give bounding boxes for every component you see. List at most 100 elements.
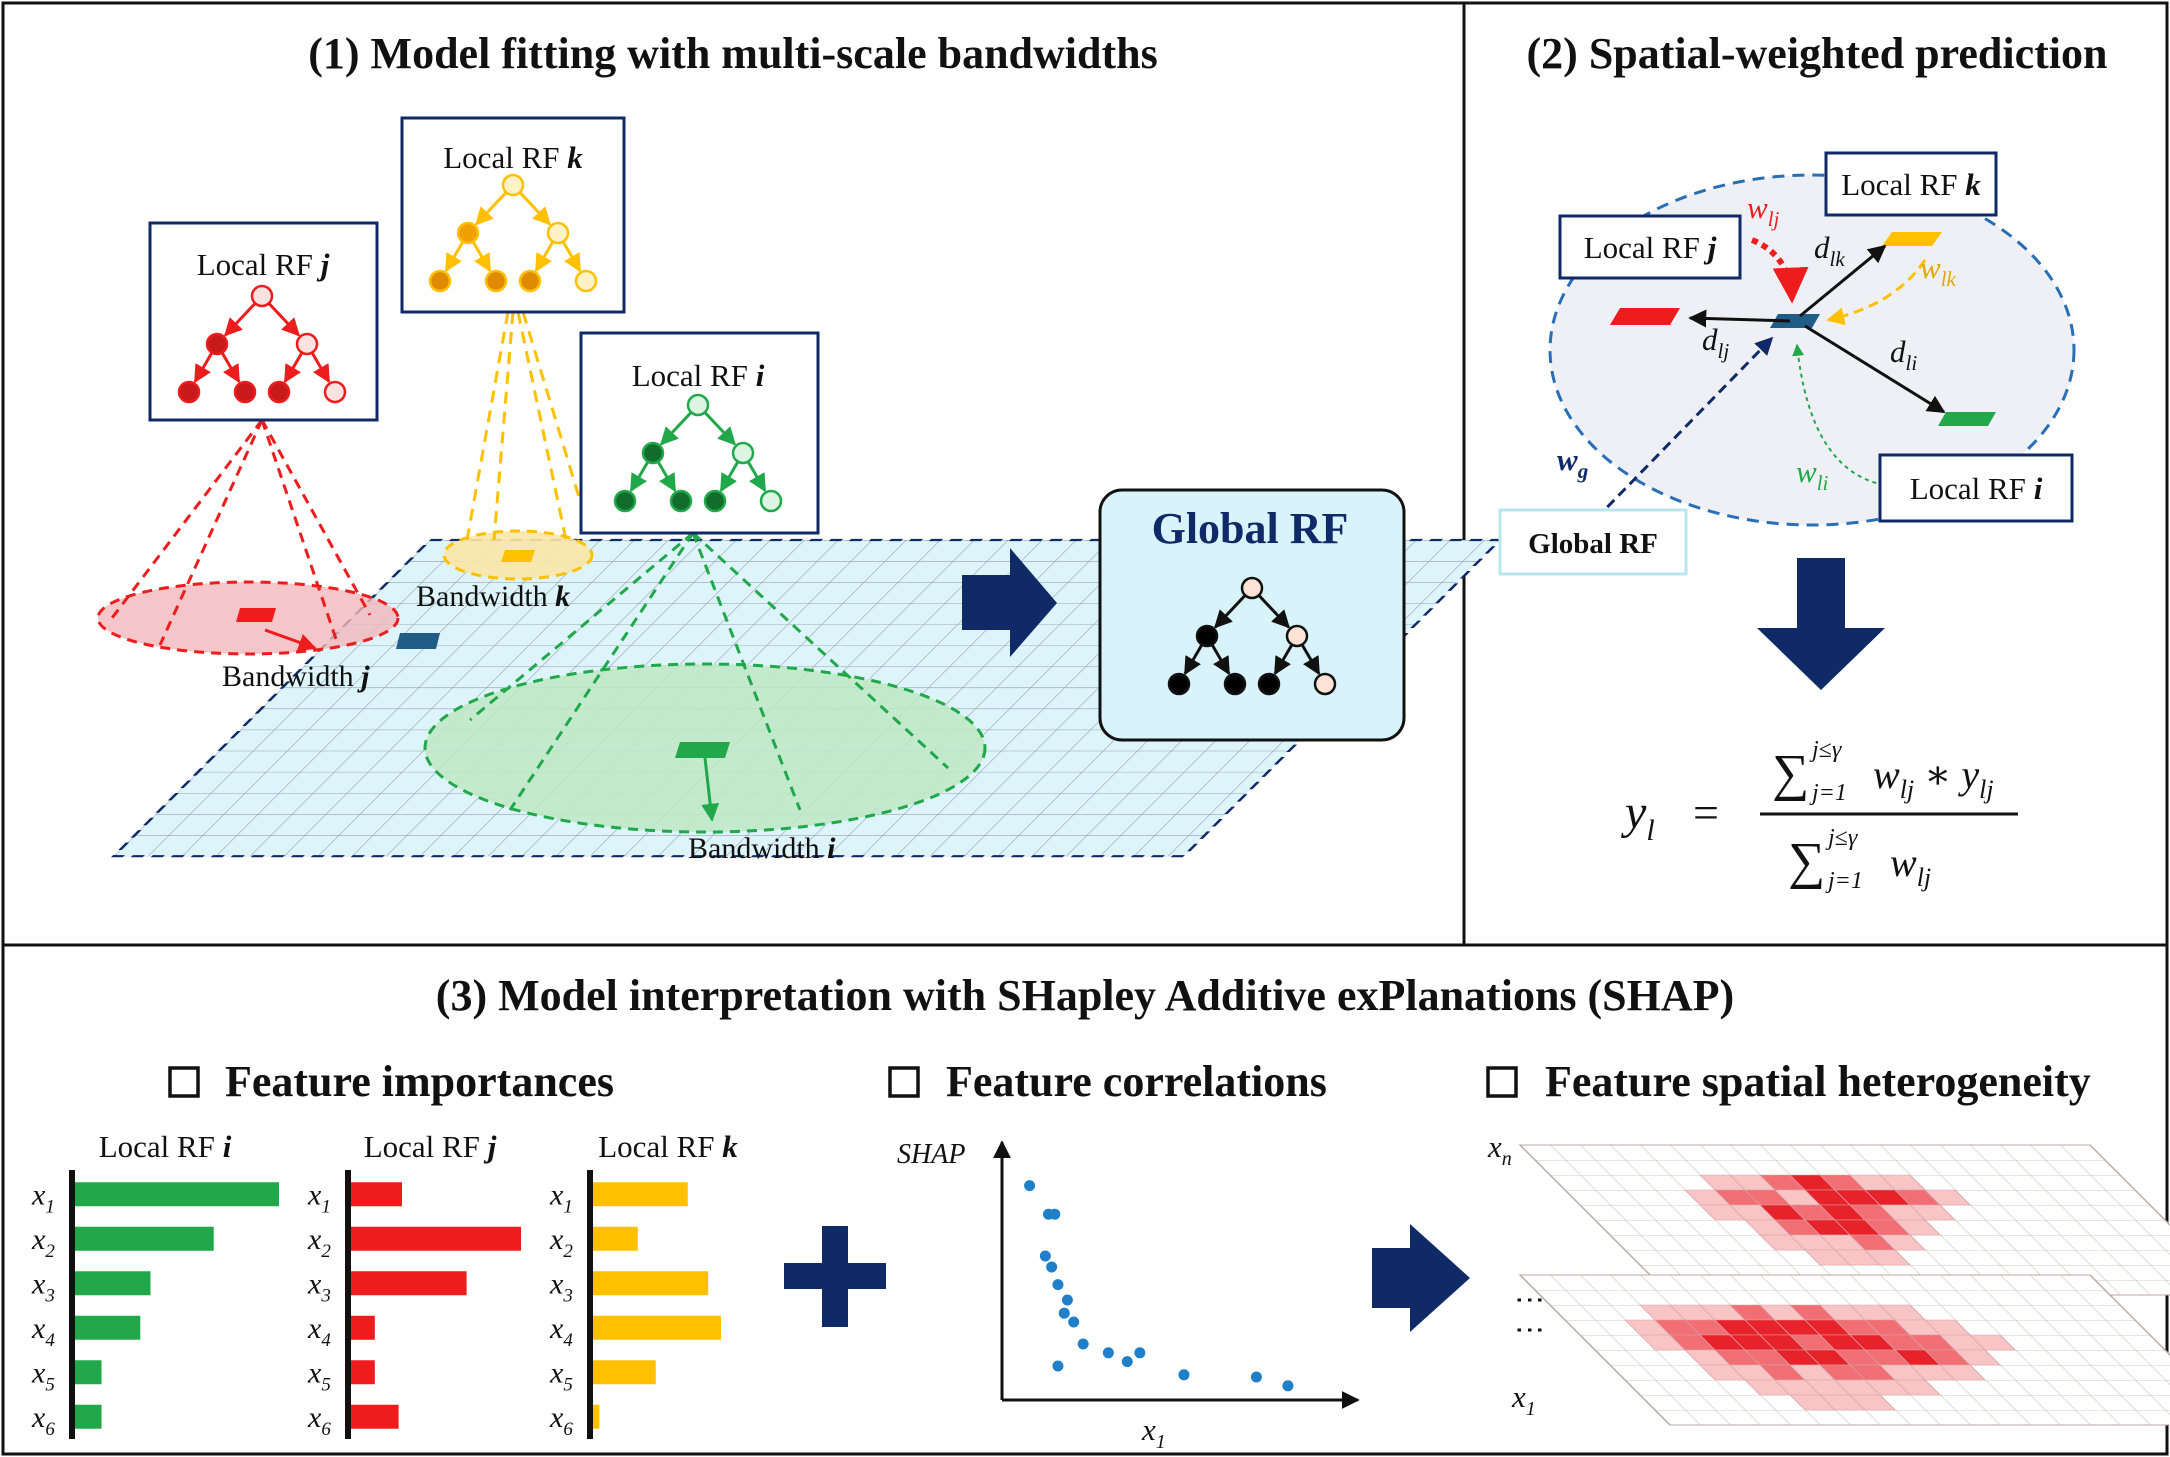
layer-x1-grid xyxy=(1518,1274,2170,1426)
tree-edge xyxy=(1213,594,1247,629)
tree-edge xyxy=(1210,643,1231,676)
d-lj-label: dlj xyxy=(1702,322,1729,363)
tree-edge xyxy=(220,351,241,384)
formula-equals: = xyxy=(1693,787,1719,838)
tree-edge xyxy=(703,411,737,446)
section-heterogeneity: Feature spatial heterogeneity xyxy=(1486,1057,2091,1106)
formula-lhs: yl xyxy=(1620,786,1655,847)
tree-node xyxy=(1313,672,1337,696)
scatter-point xyxy=(1282,1380,1294,1392)
heat-cell xyxy=(1864,1249,1911,1266)
importance-bar xyxy=(593,1360,656,1385)
d-li-label: dli xyxy=(1890,334,1917,375)
importance-bar xyxy=(75,1226,214,1251)
tree-node xyxy=(759,489,783,513)
tree-node xyxy=(1240,576,1264,600)
local-rf-k-box: Local RF k xyxy=(400,116,626,314)
w-li-label: wli xyxy=(1796,454,1829,495)
tree-node xyxy=(518,269,542,293)
d-lk-label: dlk xyxy=(1814,230,1845,271)
p2-local-rf-j-label: Local RF j xyxy=(1584,230,1717,265)
scatter-point xyxy=(1061,1294,1073,1306)
scatter-point xyxy=(1250,1371,1262,1383)
tree-edge xyxy=(1183,643,1204,676)
panel-3: (3) Model interpretation with SHapley Ad… xyxy=(31,971,2170,1453)
chart-i-title: Local RF i xyxy=(99,1129,232,1164)
parcel-i xyxy=(1938,412,1996,426)
heat-cell xyxy=(1924,1189,1971,1206)
plus-icon xyxy=(784,1226,886,1327)
feature-tick-label: x4 xyxy=(549,1312,573,1351)
layer-xn-grid xyxy=(1518,1144,2170,1296)
scatter-point xyxy=(1046,1261,1058,1273)
local-rf-k-title: Local RF k xyxy=(443,140,583,175)
feature-tick-label: x3 xyxy=(307,1267,331,1306)
parcel-target xyxy=(1770,314,1820,328)
tree-node xyxy=(669,489,693,513)
tree-node xyxy=(456,221,480,245)
section-importances-label: Feature importances xyxy=(225,1057,614,1106)
numerator-lower-limit: j=1 xyxy=(1809,780,1847,806)
feature-tick-label: x5 xyxy=(307,1356,331,1395)
down-arrow-icon xyxy=(1757,558,1885,690)
scatter-point xyxy=(1052,1279,1064,1291)
scatter-point xyxy=(1102,1347,1114,1359)
tree-node xyxy=(1257,672,1281,696)
tree-edge xyxy=(223,302,257,337)
importance-bar xyxy=(593,1315,721,1340)
tree-edge xyxy=(518,191,552,226)
checkbox-icon xyxy=(168,1066,200,1098)
importance-bar xyxy=(351,1360,375,1385)
scatter-point xyxy=(1058,1307,1070,1319)
tree-node xyxy=(323,380,347,404)
feature-tick-label: x6 xyxy=(31,1401,55,1440)
tree-node xyxy=(574,269,598,293)
weight-j-arrow xyxy=(1750,237,1809,304)
scatter-point xyxy=(1024,1180,1036,1192)
tree-node xyxy=(428,269,452,293)
bandwidth-j-region: Bandwidth j xyxy=(96,419,400,693)
feature-tick-label: x5 xyxy=(31,1356,55,1395)
feature-tick-label: x6 xyxy=(307,1401,331,1440)
heat-cell xyxy=(1879,1234,1926,1251)
scatter-point xyxy=(1049,1208,1061,1220)
local-rf-i-title: Local RF i xyxy=(632,358,765,393)
feature-tick-label: x2 xyxy=(307,1223,331,1262)
importance-bar xyxy=(593,1404,600,1429)
panel3-title: (3) Model interpretation with SHapley Ad… xyxy=(436,971,1734,1020)
heterogeneity-layers: xn ⋮⋮ x1 xyxy=(1487,1129,2170,1426)
tree-edge xyxy=(193,351,214,384)
distance-j-arrow xyxy=(1688,309,1791,328)
distance-k-arrow xyxy=(1799,244,1887,318)
importance-bar xyxy=(75,1404,102,1429)
target-location-cell xyxy=(396,633,440,649)
tree-node xyxy=(641,441,665,465)
denominator-term: wlj xyxy=(1890,840,1931,892)
shap-axis-label: SHAP xyxy=(897,1139,965,1170)
section-importances: Feature importances xyxy=(168,1057,614,1106)
denominator-lower-limit: j=1 xyxy=(1825,868,1863,894)
x1-axis-label: x1 xyxy=(1141,1412,1166,1453)
importance-bar xyxy=(75,1271,151,1296)
feature-tick-label: x3 xyxy=(31,1267,55,1306)
shap-scatter-plot: SHAP x1 xyxy=(897,1139,1360,1453)
tree-edge xyxy=(1257,594,1291,629)
panel1-title: (1) Model fitting with multi-scale bandw… xyxy=(308,29,1157,78)
tree-node xyxy=(295,332,319,356)
tree-edge xyxy=(656,460,677,493)
heat-cell xyxy=(1939,1364,1986,1381)
p2-local-rf-k-label: Local RF k xyxy=(1841,167,1981,202)
importance-bar xyxy=(593,1226,638,1251)
tree-i-icon xyxy=(613,393,783,513)
importance-bar xyxy=(351,1315,375,1340)
weight-k-arrow xyxy=(1826,259,1927,326)
feature-tick-label: x3 xyxy=(549,1267,573,1306)
feature-tick-label: x2 xyxy=(31,1223,55,1262)
numerator-upper-limit: j≤γ xyxy=(1809,737,1842,763)
bandwidth-i-label: Bandwidth i xyxy=(688,832,836,865)
p2-global-rf-label: Global RF xyxy=(1528,528,1658,560)
heat-cell xyxy=(1969,1334,2016,1351)
tree-node xyxy=(686,393,710,417)
